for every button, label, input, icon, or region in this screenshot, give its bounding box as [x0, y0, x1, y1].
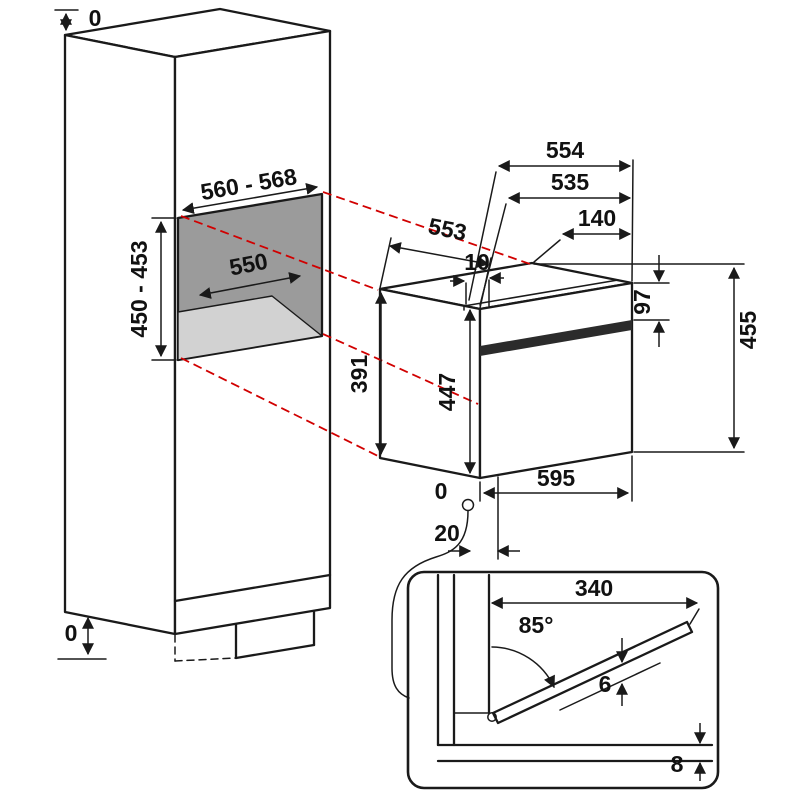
- oven-control-band: [480, 320, 632, 356]
- dim-niche-depth-line: [198, 272, 302, 299]
- dim-140-ext-left: [533, 239, 561, 263]
- inset-door-hinge: [487, 712, 497, 722]
- projection-lines: [180, 191, 531, 457]
- oven-dimensions: 553 554 535 140 10 97 455 391 447: [346, 137, 761, 560]
- dim-8-label: 8: [671, 751, 684, 777]
- dim-top-ext-right: [631, 159, 634, 282]
- detail-leader-line: [391, 510, 469, 699]
- dim-455-label: 455: [735, 311, 761, 350]
- dim-10-label: 10: [464, 249, 490, 275]
- projection-line-top-right: [322, 191, 531, 265]
- dim-553-ext-left: [379, 237, 392, 289]
- dim-535-label: 535: [551, 169, 590, 195]
- cabinet-bottom-shelf-line: [173, 573, 332, 603]
- inset-angle-arc: [491, 646, 555, 689]
- inset-border: [406, 570, 720, 790]
- door-detail-inset: 85° 340 6 8: [406, 570, 720, 790]
- dim-niche-height-label: 450 - 453: [126, 240, 152, 337]
- dim-6-reference-line: [559, 662, 661, 711]
- dim-447-label: 447: [434, 373, 460, 411]
- dim-97-label: 97: [629, 289, 655, 315]
- dim-angle-label: 85°: [519, 612, 554, 638]
- cabinet-plinth-bottom-edge: [234, 643, 316, 660]
- dim-553-label: 553: [426, 213, 469, 246]
- reference-point-marker: [461, 498, 475, 512]
- dim-20-label: 20: [434, 520, 460, 546]
- cabinet-hidden-edge-bottom: [174, 657, 237, 662]
- oven-front-face: [478, 281, 634, 480]
- dim-554-ext-left: [468, 171, 497, 301]
- dim-535-ext-left: [479, 203, 507, 306]
- dim-340-label: 340: [575, 575, 613, 601]
- dim-554-label: 554: [546, 137, 585, 163]
- projection-line-bottom-right: [322, 333, 479, 405]
- cabinet-side-face: [63, 33, 177, 636]
- dim-553-line: [388, 242, 490, 268]
- dim-340-ext-right: [689, 608, 700, 625]
- projection-line-top-left: [180, 215, 379, 291]
- dim-595-label: 595: [537, 465, 576, 491]
- dim-bottom-clearance-label: 0: [65, 620, 78, 646]
- dim-front-gap-label: 0: [435, 478, 448, 504]
- dim-top-clearance-label: 0: [89, 5, 102, 31]
- dim-140-label: 140: [578, 205, 616, 231]
- oven: [378, 261, 634, 480]
- oven-left-face: [378, 287, 482, 480]
- dim-6-label: 6: [599, 671, 612, 697]
- dim-niche-width-line: [181, 182, 319, 215]
- projection-line-bottom-left: [180, 357, 379, 457]
- dim-391-label: 391: [346, 355, 372, 394]
